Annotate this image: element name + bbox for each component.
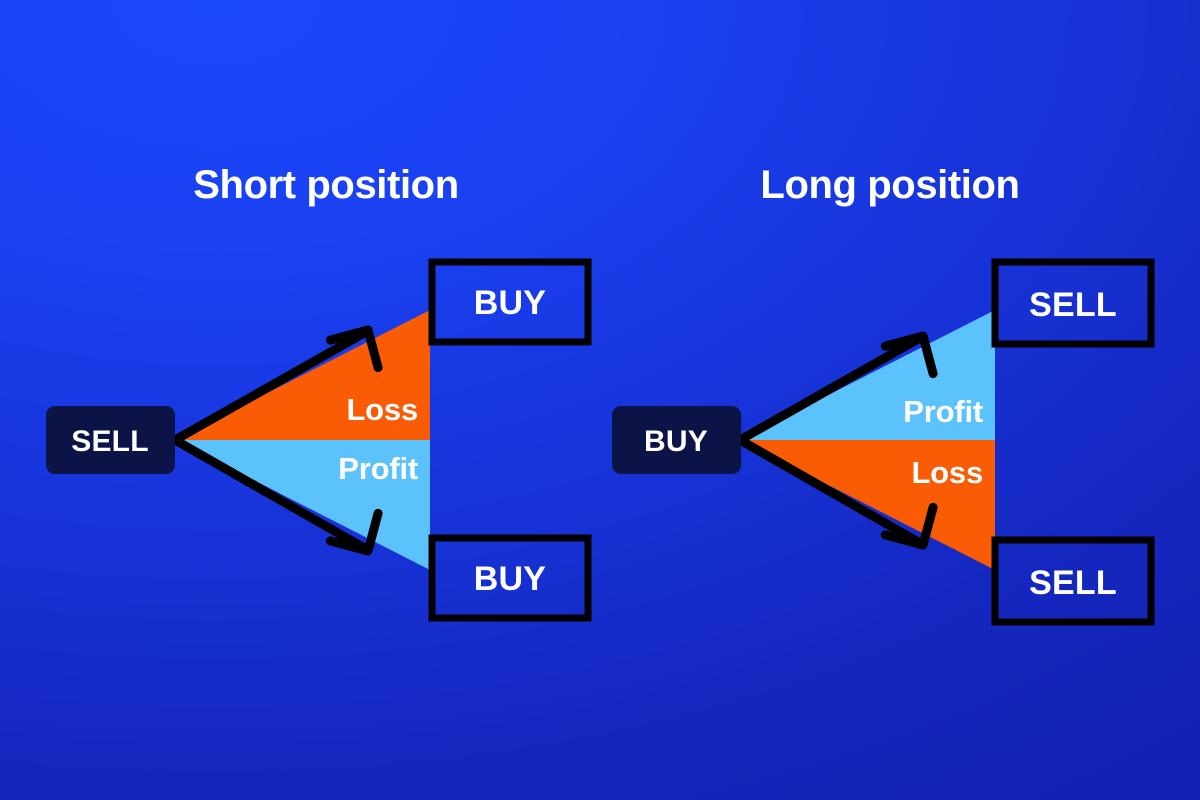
short-lower-arrow-head (325, 508, 383, 556)
short-loss-label: Loss (346, 392, 418, 427)
short-exit-bottom-label: BUY (474, 560, 547, 598)
long-entry-label: BUY (644, 425, 708, 458)
long-upper-arrow-shaft (735, 333, 925, 445)
long-exit-bottom-box[interactable] (991, 536, 1155, 626)
short-upper-arrow-head (325, 325, 383, 373)
short-entry-label: SELL (71, 425, 148, 458)
short-profit-label: Profit (338, 451, 418, 486)
long-position-title: Long position (760, 163, 1019, 207)
short-position-diagram: Short position Loss Profit SELL BUY BUY (46, 163, 592, 622)
long-lower-arrow-head (880, 502, 938, 550)
long-exit-top-box[interactable] (991, 258, 1155, 348)
short-exit-top-label: BUY (474, 284, 547, 322)
short-exit-bottom-box[interactable] (428, 534, 592, 622)
long-loss-label: Loss (911, 455, 983, 490)
short-lower-arrow-shaft (170, 435, 371, 554)
long-profit-label: Profit (903, 394, 983, 429)
short-entry-box[interactable] (46, 406, 175, 474)
long-position-diagram: Long position Profit Loss BUY SELL SELL (612, 163, 1155, 626)
long-entry-box[interactable] (612, 406, 741, 474)
short-position-title: Short position (193, 163, 458, 207)
short-upper-arrow-shaft (170, 327, 371, 445)
long-lower-arrow-shaft (735, 435, 925, 548)
long-upper-arrow-head (880, 331, 938, 379)
long-exit-top-label: SELL (1029, 286, 1117, 324)
long-exit-bottom-label: SELL (1029, 564, 1117, 602)
short-exit-top-box[interactable] (428, 258, 592, 346)
